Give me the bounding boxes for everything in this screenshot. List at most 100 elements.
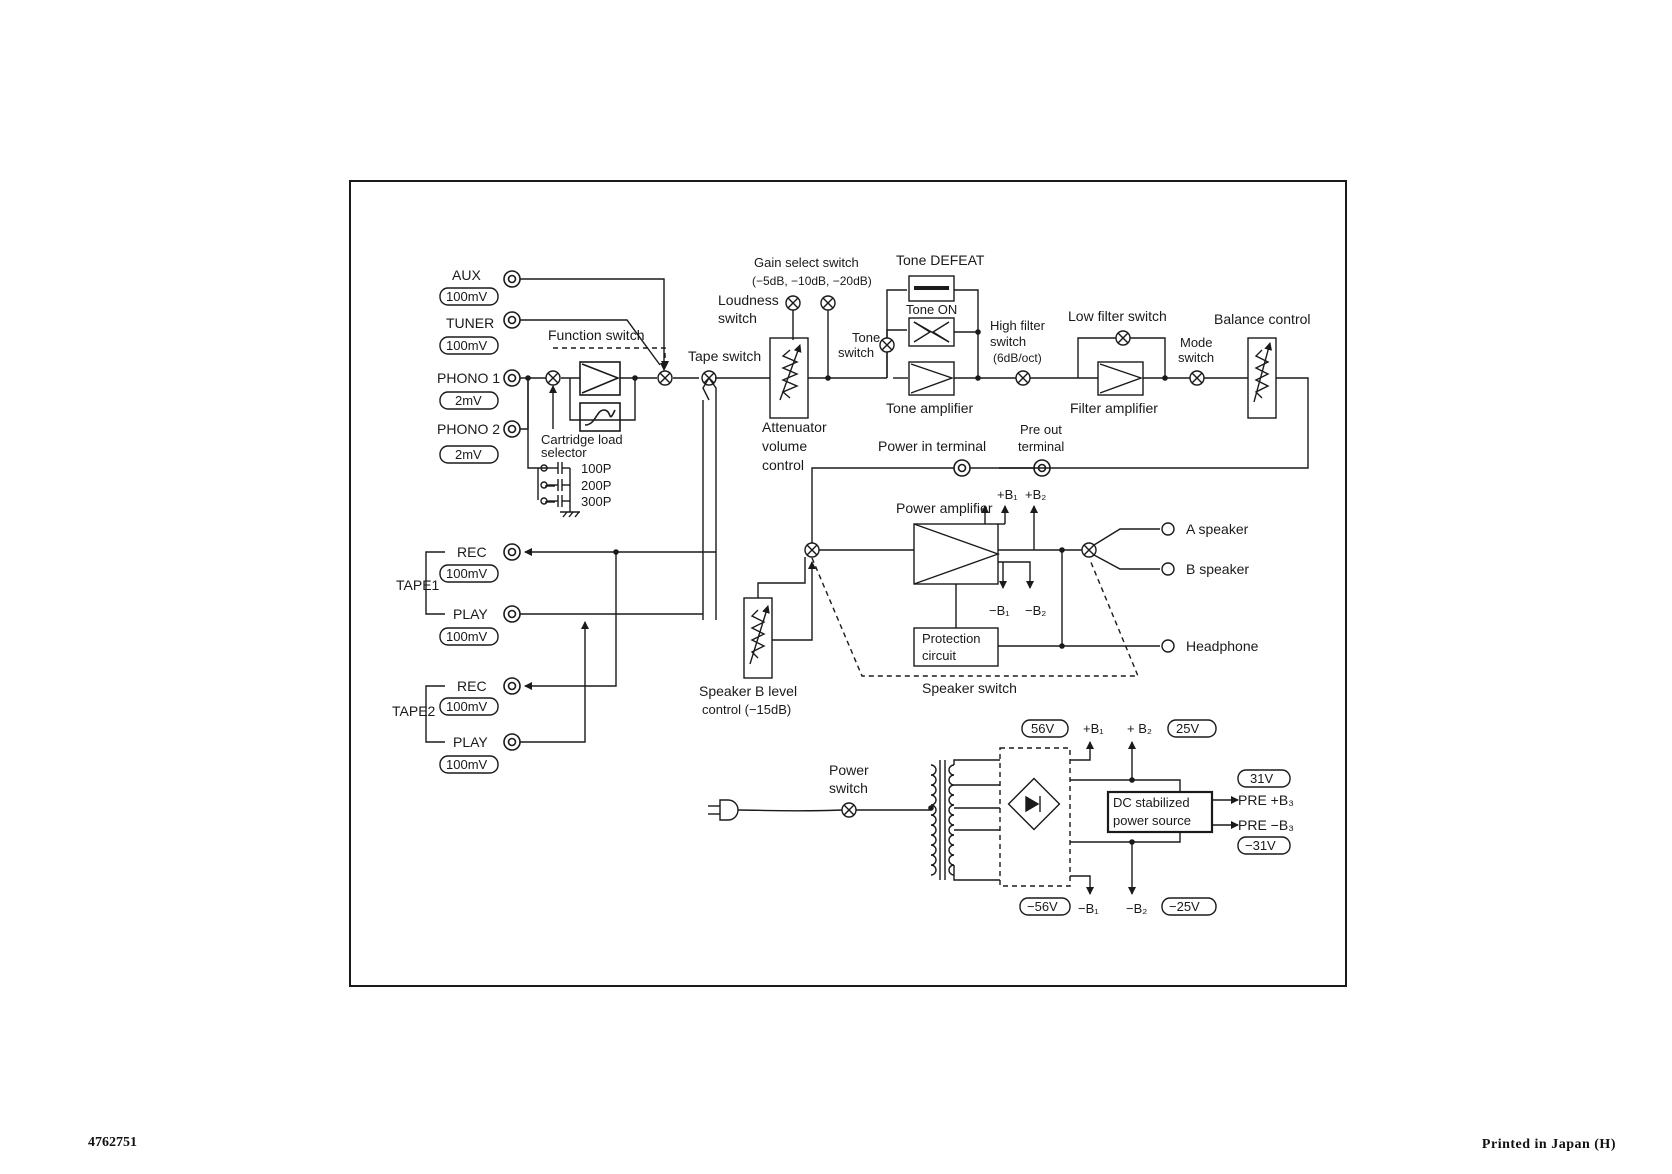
- v-31-value: −31V: [1245, 838, 1276, 853]
- power-amp-plus-b1: +B₁: [997, 487, 1018, 502]
- power-switch-label-1: Power: [829, 762, 869, 778]
- tape2-label: TAPE2: [392, 703, 436, 719]
- tone-amplifier-label: Tone amplifier: [886, 400, 973, 416]
- mode-switch-label-1: Mode: [1180, 335, 1213, 350]
- speaker-b-level-label-1: Speaker B level: [699, 683, 797, 699]
- document-number: 4762751: [88, 1135, 137, 1150]
- attenuator-label-2: volume: [762, 438, 807, 454]
- low-filter-switch: [1115, 330, 1131, 346]
- tuner-level-oval: [439, 336, 499, 355]
- phono2-level: 2mV: [455, 447, 482, 462]
- balance-control-label: Balance control: [1214, 311, 1311, 327]
- bridge-rectifier-icon: [1007, 777, 1061, 831]
- power-plug-icon: [708, 799, 739, 821]
- power-switch: [841, 802, 857, 818]
- tone-amplifier: [908, 361, 955, 396]
- v56-oval: [1021, 719, 1069, 738]
- v56-value: 56V: [1031, 721, 1054, 736]
- tape2-play-label: PLAY: [453, 734, 488, 750]
- loudness-label: Loudness: [718, 292, 779, 308]
- phono-equalizer-amp: [579, 361, 621, 432]
- tape2-rec-line: [524, 552, 617, 690]
- gain-select-switch: [820, 295, 836, 311]
- tape1-rec-label: REC: [457, 544, 487, 560]
- input-jacks: [503, 270, 521, 438]
- pre-minus-b3-label: PRE −B₃: [1238, 817, 1294, 833]
- tone-defeat-label: Tone DEFEAT: [896, 252, 985, 268]
- protection-label-2: circuit: [922, 648, 956, 663]
- v31-oval: [1237, 769, 1291, 788]
- tape-switch: [701, 370, 717, 386]
- b-speaker-label: B speaker: [1186, 561, 1249, 577]
- power-switch-label-2: switch: [829, 780, 868, 796]
- power-amp-minus-b2: −B₂: [1025, 603, 1046, 618]
- plus-b1-supply: +B₁: [1083, 721, 1104, 736]
- v-25-value: −25V: [1169, 899, 1200, 914]
- power-in-terminal-jack: [953, 459, 971, 477]
- rectifier-block: [999, 747, 1071, 887]
- high-filter-switch: [1015, 370, 1031, 386]
- power-amp-minus-b1: −B₁: [989, 603, 1010, 618]
- tone-defeat-block: [908, 275, 955, 302]
- speaker-switch-link: [811, 557, 1140, 677]
- minus-b1-supply: −B₁: [1078, 901, 1099, 916]
- power-amp-plus-b2: +B₂: [1025, 487, 1046, 502]
- tape1-play-level: 100mV: [446, 629, 488, 644]
- dc-stabilized-power-source: [1106, 790, 1214, 834]
- a-speaker-terminal: [1161, 522, 1175, 536]
- low-filter-label: Low filter switch: [1068, 308, 1167, 324]
- cap-200p: 200P: [581, 478, 611, 493]
- tape1-label: TAPE1: [396, 577, 440, 593]
- pre-plus-b3-label: PRE +B₃: [1238, 792, 1294, 808]
- v25-value: 25V: [1176, 721, 1199, 736]
- speaker-switch: [1081, 542, 1097, 558]
- power-amplifier: [913, 523, 999, 585]
- protection-label-1: Protection: [922, 631, 981, 646]
- tape1-rec-level: 100mV: [446, 566, 488, 581]
- tone-on-label: Tone ON: [906, 302, 957, 317]
- function-switch: [657, 370, 673, 386]
- function-switch-link: [553, 347, 669, 369]
- pre-out-label-2: terminal: [1018, 439, 1064, 454]
- headphone-label: Headphone: [1186, 638, 1259, 654]
- mode-switch-label-2: switch: [1178, 350, 1214, 365]
- phono2-label: PHONO 2: [437, 421, 500, 437]
- tape2-play-line: [520, 621, 589, 743]
- phono1-level: 2mV: [455, 393, 482, 408]
- v25-oval: [1167, 719, 1217, 738]
- tape-jacks: [503, 543, 521, 751]
- high-filter-label-2: switch: [990, 334, 1026, 349]
- function-switch-label: Function switch: [548, 327, 644, 343]
- power-transformer: [930, 760, 955, 880]
- minus-b2-supply: −B₂: [1126, 901, 1147, 916]
- cap-300p: 300P: [581, 494, 611, 509]
- aux-line: [520, 278, 668, 371]
- v-25-oval: [1161, 897, 1217, 916]
- speaker-b-level-label-2: control (−15dB): [702, 702, 791, 717]
- plus-b2-supply: + B₂: [1127, 721, 1152, 736]
- tape-monitor-switch: [804, 542, 820, 558]
- aux-level-oval: [439, 287, 499, 306]
- v-56-oval: [1019, 897, 1071, 916]
- loudness-switch: [785, 295, 801, 311]
- phono1-level-oval: [439, 391, 499, 410]
- b-speaker-terminal: [1161, 562, 1175, 576]
- v-31-oval: [1237, 836, 1291, 855]
- high-filter-label-3: (6dB/oct): [993, 351, 1042, 365]
- tone-switch: [879, 337, 895, 353]
- loudness-switch-label: switch: [718, 310, 757, 326]
- power-amplifier-label: Power amplifier: [896, 500, 993, 516]
- dc-stabilized-label-1: DC stabilized: [1113, 795, 1190, 810]
- cartridge-selector-label: selector: [541, 445, 587, 460]
- tone-switch-label-2: switch: [838, 345, 874, 360]
- phono2-line: [520, 378, 529, 430]
- tape2-play-level: 100mV: [446, 757, 488, 772]
- aux-level: 100mV: [446, 289, 488, 304]
- phono1-label: PHONO 1: [437, 370, 500, 386]
- high-filter-label-1: High filter: [990, 318, 1046, 333]
- a-speaker-label: A speaker: [1186, 521, 1249, 537]
- gain-select-values: (−5dB, −10dB, −20dB): [752, 274, 872, 288]
- tape2-rec-level: 100mV: [446, 699, 488, 714]
- tape1-play-label: PLAY: [453, 606, 488, 622]
